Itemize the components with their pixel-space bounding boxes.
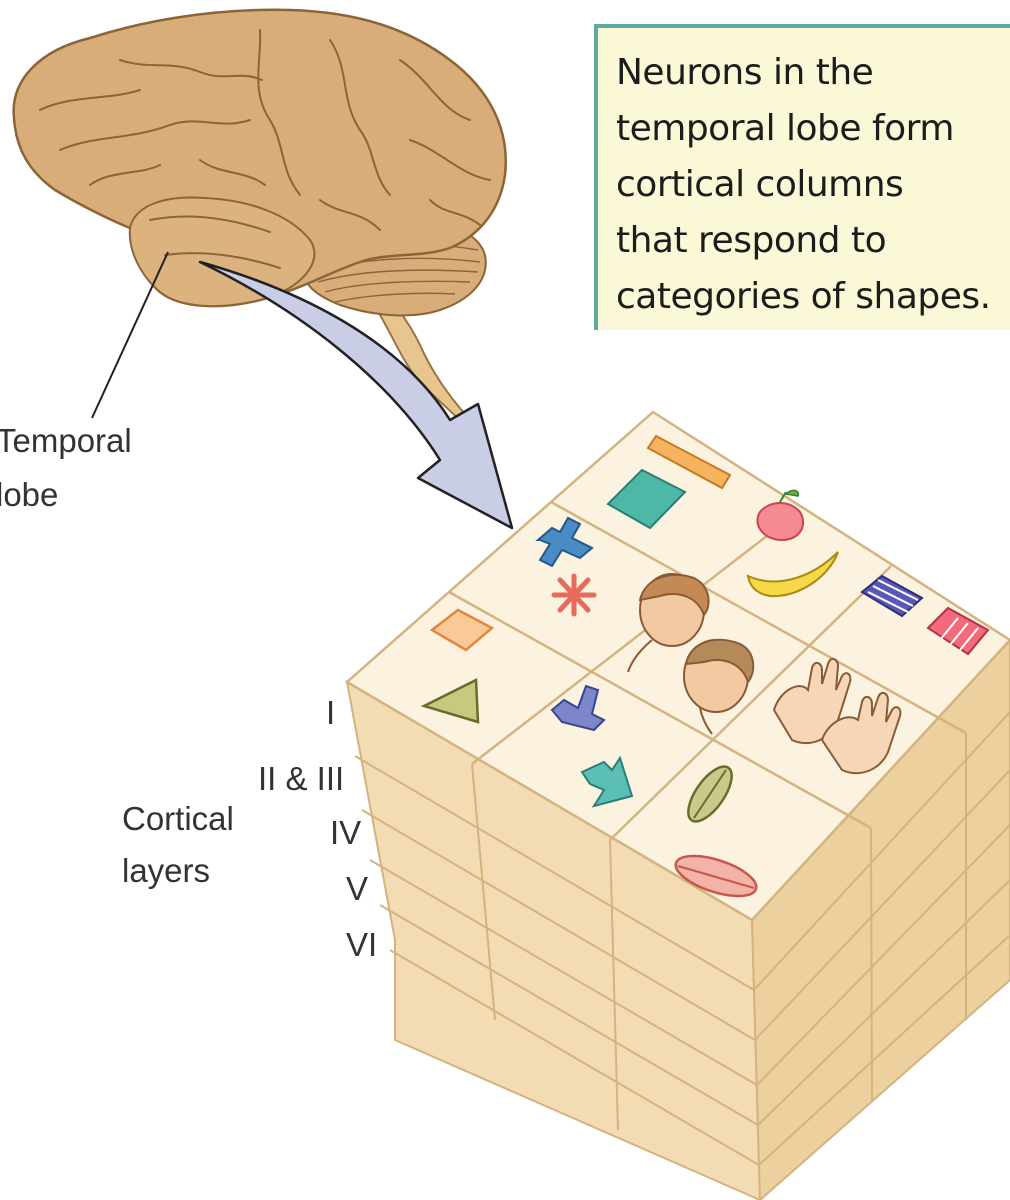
layer-label-vi: VI [346, 926, 378, 963]
layer-label-i: I [326, 694, 336, 731]
t-arrow-icon [550, 684, 634, 808]
caption-line-3: cortical columns [616, 164, 904, 205]
temporal-lobe-region [128, 196, 316, 308]
layer-label-ii-iii: II & III [258, 760, 345, 797]
layer-label-v: V [346, 870, 369, 907]
zoom-arrow [198, 260, 514, 530]
caption-line-1: Neurons in the [616, 52, 874, 93]
striped-squares-icon [860, 574, 990, 656]
square-triangle-icon [420, 608, 495, 724]
temporal-lobe-pointer [91, 251, 169, 419]
layer-label-iv: IV [330, 814, 362, 851]
bars-icon [606, 434, 732, 530]
caption-box: Neurons in the temporal lobe form cortic… [594, 24, 1010, 330]
caption-line-2: temporal lobe form [616, 108, 954, 149]
caption-line-4: that respond to [616, 220, 887, 261]
cross-star-icon [535, 516, 597, 617]
ellipses-icon [674, 765, 758, 898]
temporal-lobe-label-line1: Temporal [0, 422, 132, 459]
cortical-layers-label-line1: Cortical [122, 800, 234, 837]
temporal-lobe-label-line2: lobe [0, 476, 59, 513]
brain-illustration [12, 8, 507, 433]
hands-icon [772, 658, 902, 775]
cortical-layers-label-line2: layers [122, 852, 211, 889]
faces-icon [627, 573, 755, 735]
apple-banana-icon [746, 489, 839, 598]
cortical-block [344, 410, 1010, 1200]
caption-line-5: categories of shapes. [616, 276, 991, 317]
